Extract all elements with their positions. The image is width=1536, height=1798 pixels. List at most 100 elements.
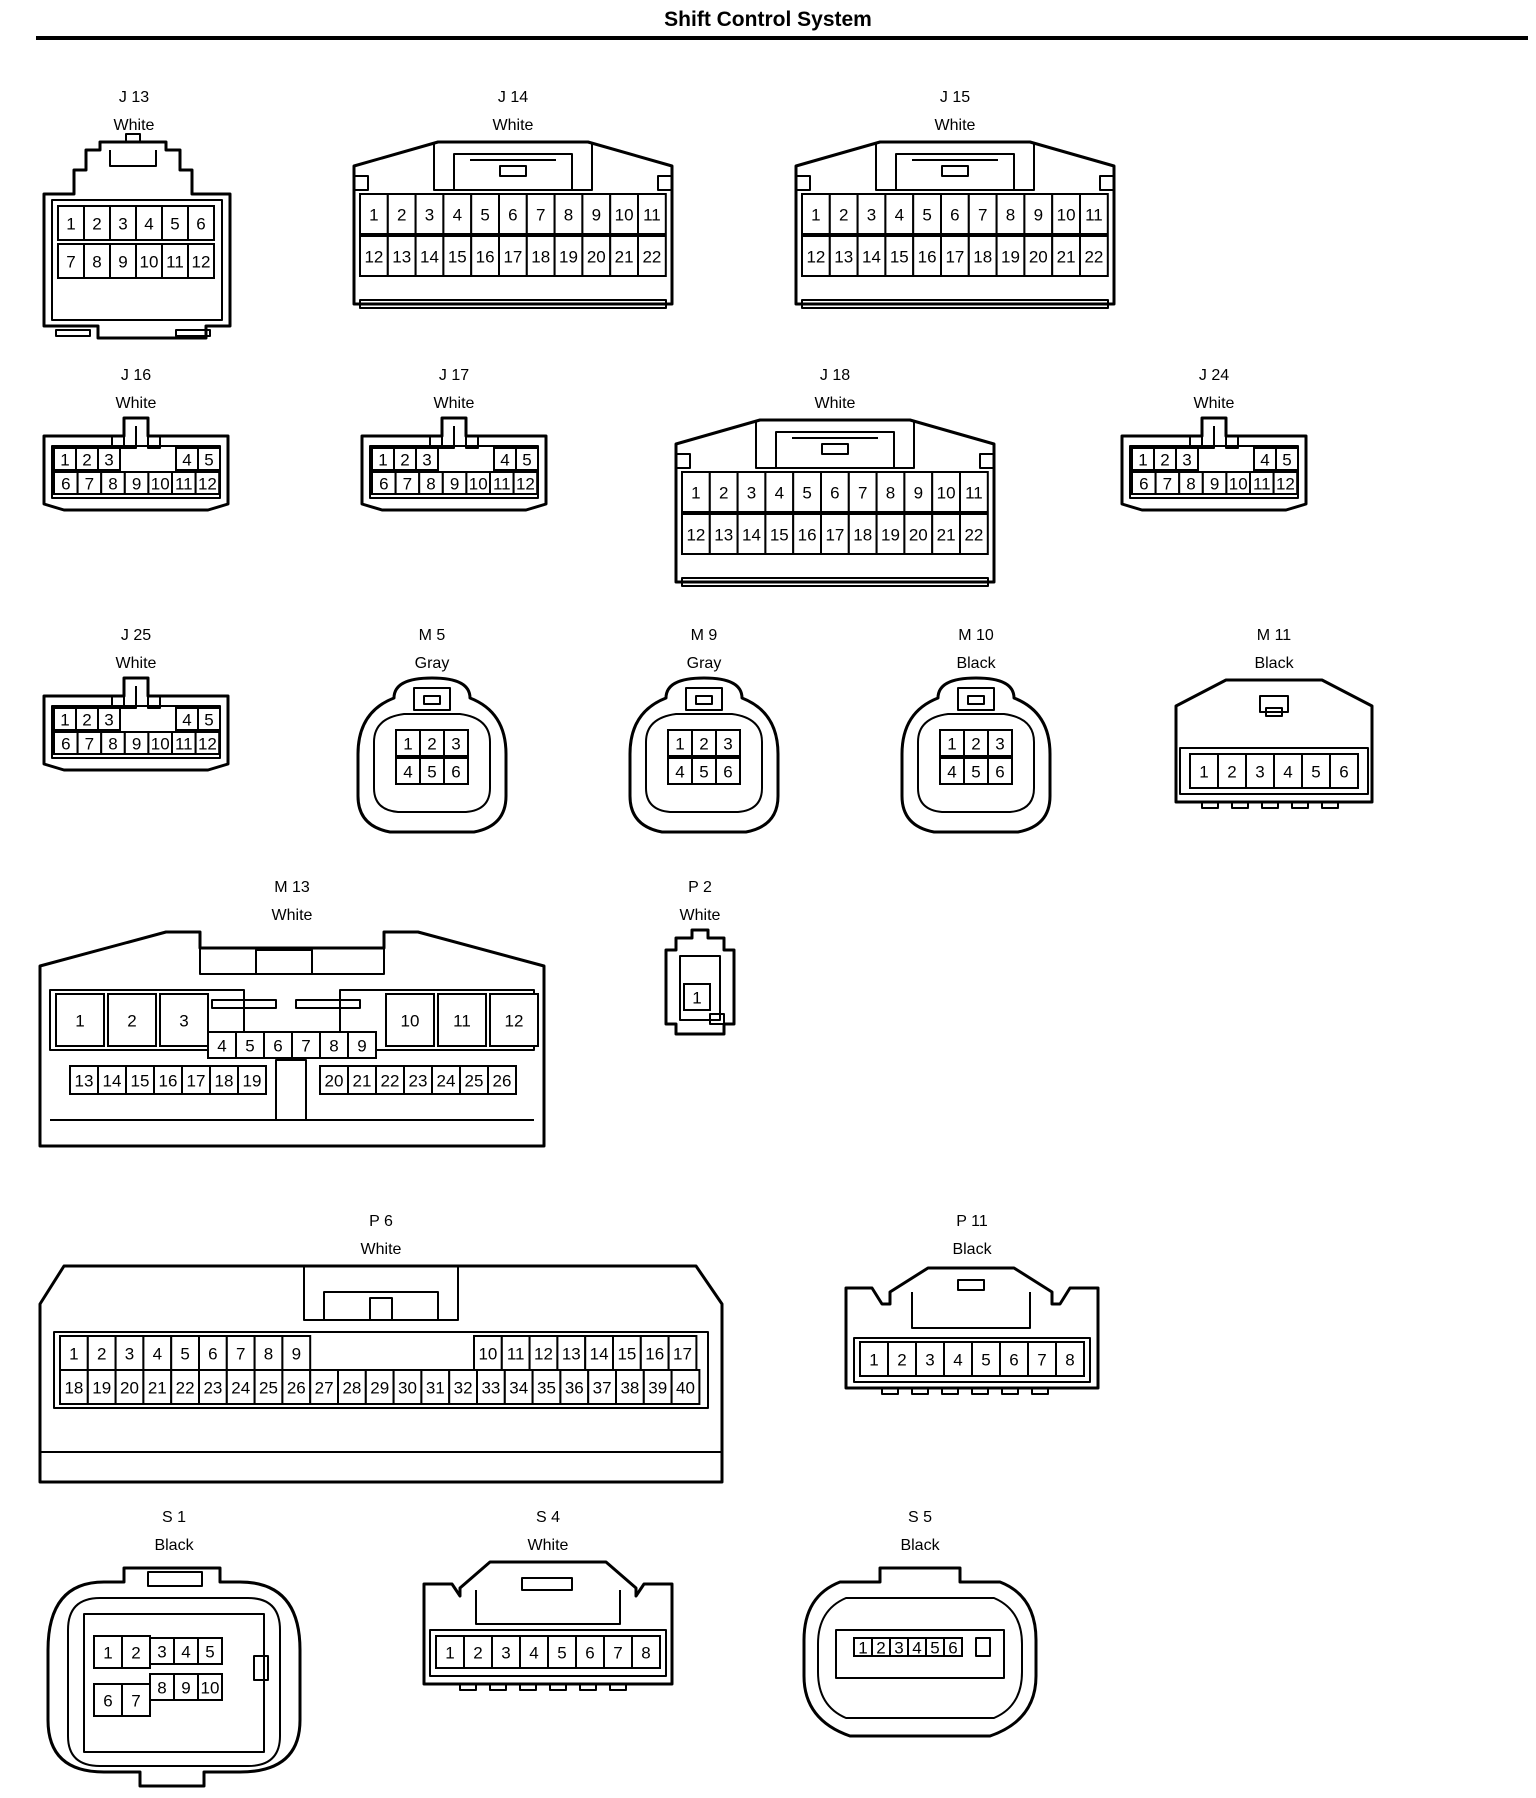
housing-outline: [453, 153, 573, 190]
pin-cell: [1051, 193, 1082, 235]
pin-number: 1: [378, 451, 387, 470]
pin-number: 5: [699, 763, 708, 782]
pin-number: 8: [641, 1644, 650, 1663]
pin-number: 7: [301, 1037, 310, 1056]
pin-cell: [1079, 193, 1109, 235]
housing-outline: [422, 1560, 674, 1686]
pin-number: 8: [329, 1037, 338, 1056]
housing-part: [1099, 175, 1115, 191]
housing-part: [1291, 801, 1309, 809]
pin-number: 13: [392, 248, 411, 267]
housing-outline: [664, 928, 736, 1036]
housing-part: [459, 1683, 477, 1691]
pin-cell: [631, 1635, 661, 1669]
pin-number: 8: [1186, 475, 1195, 494]
pin-number: 23: [409, 1072, 428, 1091]
pin-number: 5: [170, 215, 179, 234]
pin-number: 7: [858, 484, 867, 503]
pin-number: 2: [82, 451, 91, 470]
pin-number: 3: [104, 711, 113, 730]
pin-number: 14: [590, 1345, 609, 1364]
pin-cell: [1079, 235, 1109, 277]
pin-number: 8: [426, 475, 435, 494]
pin-cell: [93, 1635, 123, 1669]
housing-part: [657, 175, 673, 191]
pin-number: 4: [953, 1351, 962, 1370]
pin-number: 19: [881, 526, 900, 545]
pin-number: 17: [673, 1345, 692, 1364]
pin-number: 8: [264, 1345, 273, 1364]
pin-cell: [637, 193, 667, 235]
pin-number: 21: [148, 1379, 167, 1398]
pin-cell: [121, 1683, 151, 1717]
pin-number: 5: [930, 1639, 939, 1658]
pin-number: 2: [400, 451, 409, 470]
pin-number: 11: [1085, 206, 1103, 225]
pin-number: 8: [108, 475, 117, 494]
pin-number: 5: [981, 1351, 990, 1370]
pin-number: 2: [699, 735, 708, 754]
pin-cell: [107, 993, 157, 1047]
pin-cell: [487, 1065, 517, 1095]
housing-outline: [628, 676, 780, 834]
pin-number: 6: [508, 206, 517, 225]
pin-number: 1: [1199, 763, 1208, 782]
pin-cell: [448, 1369, 479, 1405]
pin-number: 3: [157, 1643, 166, 1662]
housing-part: [835, 1629, 1005, 1679]
pin-number: 17: [187, 1072, 206, 1091]
connector-color: White: [271, 907, 313, 924]
housing-outline: [794, 140, 1116, 306]
pin-number: 12: [686, 526, 705, 545]
pin-number: 11: [175, 475, 193, 494]
housing-part: [147, 1571, 203, 1587]
pin-number: 18: [853, 526, 872, 545]
pin-number: 3: [425, 206, 434, 225]
pin-cell: [943, 1637, 963, 1657]
pin-cell: [319, 1031, 349, 1059]
pin-number: 22: [1084, 248, 1103, 267]
connector-color: Black: [900, 1537, 940, 1554]
pin-cell: [386, 235, 417, 277]
housing-part: [1321, 801, 1339, 809]
pin-cell: [135, 205, 163, 241]
connector-color: White: [115, 655, 157, 672]
connector-color: White: [1193, 395, 1235, 412]
pin-cell: [587, 1369, 618, 1405]
connector-id: J 17: [438, 367, 470, 384]
pin-number: 40: [676, 1379, 695, 1398]
connector-color: Black: [154, 1537, 194, 1554]
housing-part: [1201, 801, 1219, 809]
pin-number: 16: [918, 248, 937, 267]
pin-number: 12: [198, 735, 217, 754]
pin-number: 4: [153, 1345, 162, 1364]
housing-part: [211, 999, 277, 1009]
pin-number: 31: [426, 1379, 445, 1398]
pin-number: 8: [886, 484, 895, 503]
pin-number: 12: [198, 475, 217, 494]
pin-number: 1: [869, 1351, 878, 1370]
pin-number: 4: [181, 1643, 190, 1662]
pin-number: 1: [947, 735, 956, 754]
pin-cell: [197, 1673, 223, 1701]
pin-number: 10: [151, 735, 170, 754]
pin-number: 6: [585, 1644, 594, 1663]
pin-number: 22: [176, 1379, 195, 1398]
housing-outline: [674, 418, 996, 584]
pin-number: 14: [103, 1072, 122, 1091]
pin-number: 24: [231, 1379, 250, 1398]
pin-number: 19: [243, 1072, 262, 1091]
pin-number: 2: [131, 1644, 140, 1663]
pin-cell: [197, 1637, 223, 1665]
pin-number: 39: [648, 1379, 667, 1398]
pin-cell: [69, 1065, 99, 1095]
housing-outline: [109, 150, 157, 167]
pin-cell: [995, 193, 1026, 235]
pin-cell: [1245, 753, 1275, 789]
pin-number: 10: [1229, 475, 1248, 494]
